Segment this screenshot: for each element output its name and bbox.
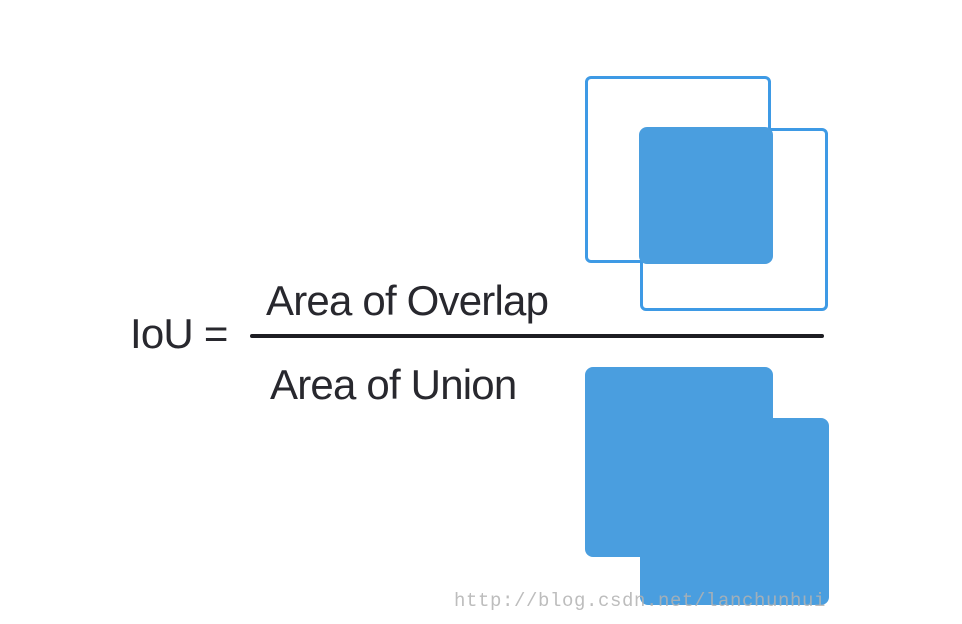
intersection-region xyxy=(639,127,773,264)
union-box-b xyxy=(640,418,829,605)
formula-denominator: Area of Union xyxy=(270,361,517,408)
formula-lhs: IoU = xyxy=(130,310,228,357)
formula-numerator: Area of Overlap xyxy=(266,277,549,324)
fraction-bar xyxy=(250,334,824,338)
watermark-url: http://blog.csdn.net/lanchunhui xyxy=(454,590,827,612)
